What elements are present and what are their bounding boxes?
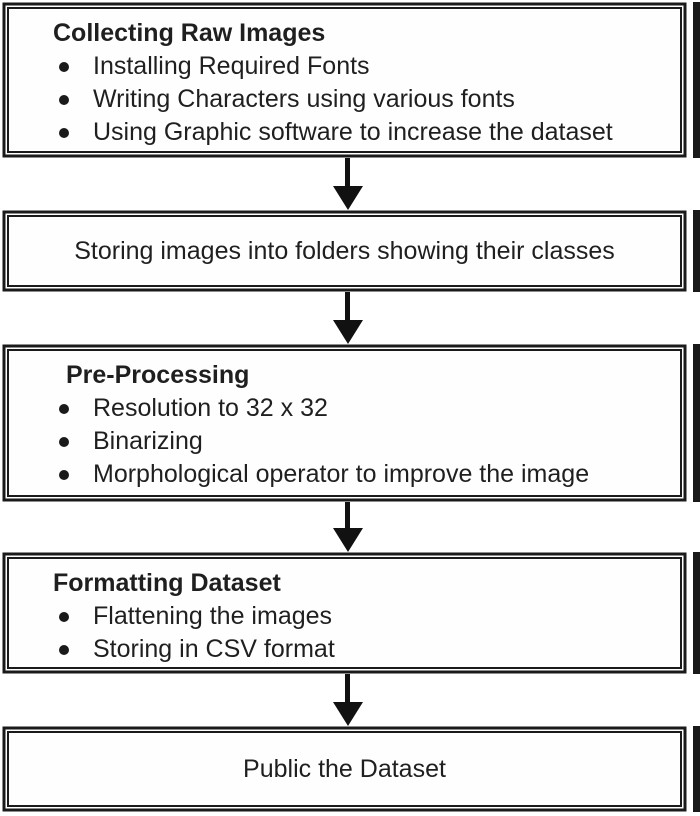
box-text: Public the Dataset	[243, 755, 446, 783]
box-edge-shadow	[693, 2, 700, 158]
flowchart-box-pre-processing: Pre-Processing Resolution to 32 x 32 Bin…	[7, 349, 682, 497]
arrow-down-icon	[333, 674, 363, 726]
bullet-text: Resolution to 32 x 32	[93, 394, 328, 422]
box-edge-shadow	[693, 726, 700, 812]
bullet-icon	[59, 61, 69, 72]
box-title: Formatting Dataset	[53, 569, 281, 597]
bullet-icon	[59, 611, 69, 622]
box-text: Storing images into folders showing thei…	[74, 237, 615, 265]
bullet-item: Using Graphic software to increase the d…	[9, 116, 670, 149]
bullet-item: Installing Required Fonts	[9, 50, 670, 83]
bullet-item: Writing Characters using various fonts	[9, 83, 670, 116]
bullet-item: Storing in CSV format	[9, 633, 670, 666]
flowchart-box-collecting-raw-images: Collecting Raw Images Installing Require…	[7, 7, 682, 153]
box-title: Pre-Processing	[66, 361, 250, 389]
bullet-text: Binarizing	[93, 427, 203, 455]
flowchart-box-formatting-dataset: Formatting Dataset Flattening the images…	[7, 557, 682, 669]
bullet-text: Morphological operator to improve the im…	[93, 460, 590, 488]
box-edge-shadow	[693, 344, 700, 502]
bullet-text: Installing Required Fonts	[93, 52, 370, 80]
bullet-icon	[59, 436, 69, 447]
box-edge-shadow	[693, 210, 700, 292]
bullet-item: Resolution to 32 x 32	[9, 392, 670, 425]
arrow-down-icon	[333, 502, 363, 552]
bullet-icon	[59, 469, 69, 480]
bullet-icon	[59, 127, 69, 138]
box-title: Collecting Raw Images	[53, 19, 326, 47]
bullet-icon	[59, 94, 69, 105]
arrow-down-icon	[333, 292, 363, 344]
flowchart-box-public-dataset: Public the Dataset	[7, 731, 682, 807]
bullet-icon	[59, 644, 69, 655]
bullet-text: Using Graphic software to increase the d…	[93, 118, 613, 146]
bullet-item: Flattening the images	[9, 600, 670, 633]
arrow-down-icon	[333, 158, 363, 210]
flowchart-box-storing-images: Storing images into folders showing thei…	[7, 215, 682, 287]
bullet-icon	[59, 403, 69, 414]
bullet-item: Morphological operator to improve the im…	[9, 458, 670, 491]
bullet-text: Storing in CSV format	[93, 635, 335, 663]
bullet-item: Binarizing	[9, 425, 670, 458]
bullet-text: Flattening the images	[93, 602, 333, 630]
box-edge-shadow	[693, 552, 700, 674]
bullet-text: Writing Characters using various fonts	[93, 85, 515, 113]
